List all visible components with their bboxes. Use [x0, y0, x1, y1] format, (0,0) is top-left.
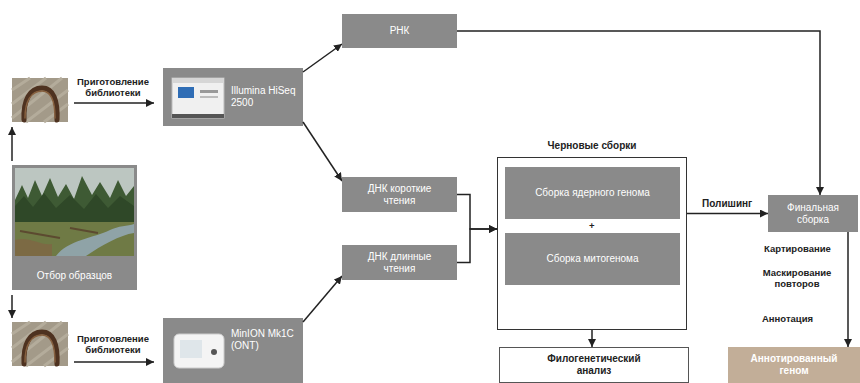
step-label: Аннотация: [762, 313, 813, 324]
sampling-box: Отбор образцов: [12, 165, 137, 290]
result-box: Филогенетический анализ: [499, 347, 689, 383]
data-box: ДНК длинные чтения: [342, 245, 457, 280]
flow-arrow: [847, 232, 849, 347]
flow-arrow: [303, 276, 342, 322]
group-box: Черновые сборкиСборка ядерного геномаСбо…: [497, 157, 687, 330]
sequencer-box: MinION Mk1C (ONT): [163, 318, 303, 383]
flow-arrow: [687, 213, 768, 215]
node-text: MinION Mk1C (ONT): [231, 328, 300, 352]
sampling-arrow: [12, 127, 13, 318]
process-box: Финальная сборка: [768, 195, 858, 232]
flow-arrow: [303, 44, 342, 72]
data-box: РНК: [342, 14, 457, 48]
plus-sign: +: [589, 220, 595, 231]
flow-arrow: [591, 330, 593, 347]
edge-label: Полишинг: [700, 198, 754, 210]
worm-photo: [12, 322, 68, 366]
step-label: Маскирование повторов: [758, 267, 836, 290]
flow-arrow: [303, 122, 342, 181]
node-text: РНК: [390, 25, 410, 37]
node-text: Филогенетический анализ: [539, 353, 649, 377]
prep-label: Приготовление библиотеки: [73, 76, 153, 99]
node-text: Сборка ядерного генома: [535, 187, 650, 199]
node-text: ДНК короткие чтения: [359, 183, 441, 207]
node-text: Сборка митогенома: [546, 253, 638, 265]
process-box: Сборка ядерного генома: [505, 167, 680, 219]
node-text: Отбор образцов: [37, 270, 112, 282]
step-label: Картирование: [764, 243, 831, 254]
group-heading: Черновые сборки: [498, 140, 686, 151]
data-box: ДНК короткие чтения: [342, 177, 457, 212]
node-text: Аннотированный геном: [744, 353, 844, 377]
node-text: Illumina HiSeq 2500: [231, 85, 300, 109]
sequencer-box: Illumina HiSeq 2500: [163, 68, 303, 126]
sampling-box: [12, 165, 137, 290]
sequencer-box: [163, 318, 303, 383]
sequencer-box: [163, 68, 303, 126]
flow-arrow: [457, 195, 497, 230]
library-arrow: [74, 103, 154, 362]
flow-arrow: [457, 229, 497, 263]
node-text: ДНК длинные чтения: [359, 251, 441, 275]
worm-photo: [12, 78, 68, 122]
node-text: Финальная сборка: [778, 202, 848, 226]
process-box: Сборка митогенома: [505, 233, 680, 285]
prep-label: Приготовление библиотеки: [73, 333, 153, 356]
result-box: Аннотированный геном: [728, 347, 860, 383]
